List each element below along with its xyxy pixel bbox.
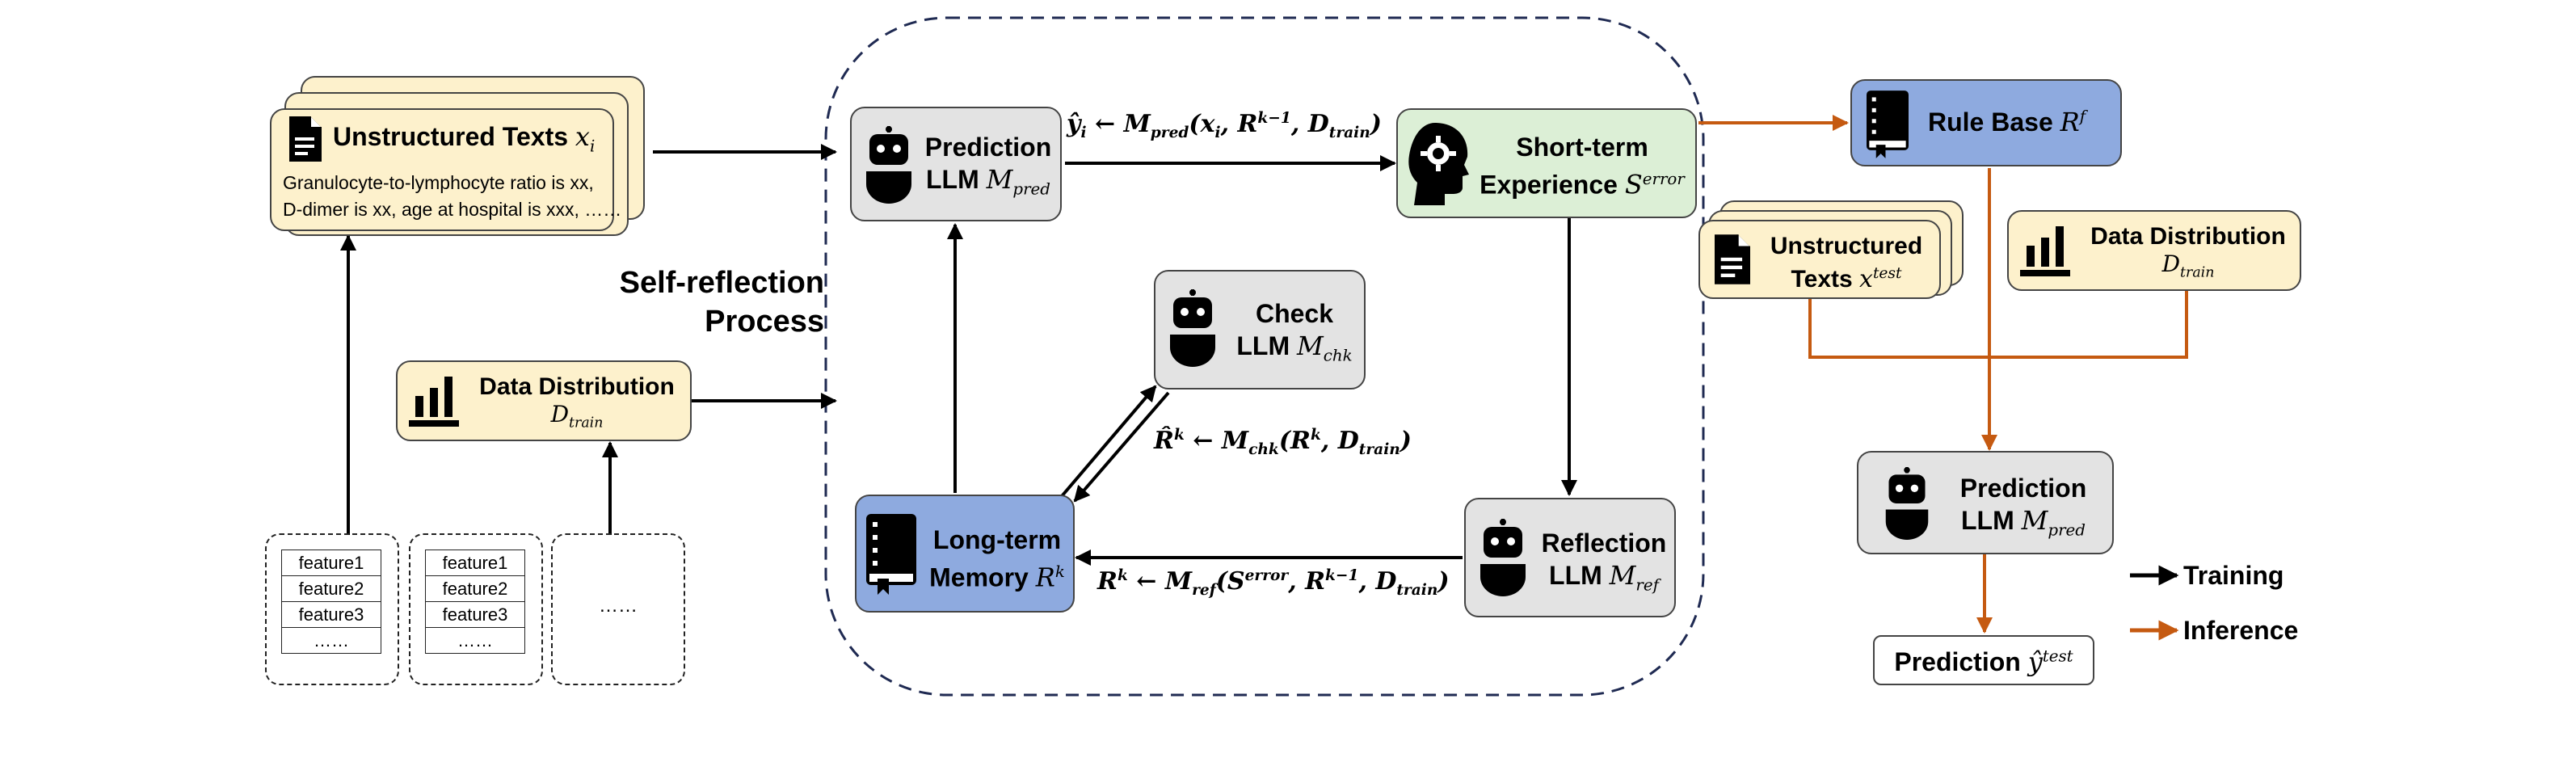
legend-inference-label: Inference bbox=[2183, 616, 2299, 645]
feature-table-1-frame bbox=[265, 533, 399, 685]
data-distribution-right-title: Data Distribution Dtrain bbox=[2090, 223, 2286, 281]
feature-cell: …… bbox=[425, 627, 525, 654]
head-gear-icon bbox=[1408, 123, 1469, 205]
feature-table-2: feature1 feature2 feature3 …… bbox=[425, 550, 525, 654]
long-term-memory-box: Long-term Memory Rk bbox=[855, 495, 1075, 613]
prediction-llm-inference-box: Prediction LLM Mpred bbox=[1857, 451, 2114, 554]
rule-base-box: Rule Base Rf bbox=[1850, 79, 2122, 166]
bar-chart-icon bbox=[409, 377, 459, 427]
book-icon bbox=[1867, 91, 1909, 158]
self-reflection-title: Self-reflection Process bbox=[619, 266, 824, 339]
line-inputs-merge bbox=[1808, 291, 2188, 359]
unstructured-texts-title: Unstructured Texts xi bbox=[333, 121, 596, 156]
data-distribution-left-title: Data Distribution Dtrain bbox=[479, 373, 675, 432]
robot-icon bbox=[1170, 289, 1215, 367]
ellipsis-text: …… bbox=[599, 595, 638, 617]
equation-check: R̂k ← Mchk(Rk, Dtrain) bbox=[1154, 427, 1412, 458]
unstructured-texts-test-label: Unstructured Texts xtest bbox=[1770, 233, 1923, 293]
feature-cell: feature3 bbox=[425, 601, 525, 628]
unstructured-texts-test-box: Unstructured Texts xtest bbox=[1698, 220, 1941, 299]
unstructured-texts-box: Unstructured Texts xi Granulocyte-to-lym… bbox=[270, 108, 621, 231]
unstructured-texts-body: Granulocyte-to-lymphocyte ratio is xx, D… bbox=[283, 172, 622, 220]
check-llm-box: Check LLM Mchk bbox=[1154, 270, 1366, 390]
prediction-output-label: Prediction ŷtest bbox=[1894, 646, 2073, 677]
robot-icon bbox=[1480, 519, 1526, 596]
short-term-experience-box: Short-term Experience Serror bbox=[1396, 108, 1697, 218]
robot-icon bbox=[1885, 467, 1929, 540]
document-icon bbox=[289, 116, 322, 162]
data-distribution-left-box: Data Distribution Dtrain bbox=[396, 360, 692, 441]
feature-cell: feature2 bbox=[281, 575, 381, 602]
rule-base-label: Rule Base Rf bbox=[1928, 107, 2086, 137]
long-term-memory-label: Long-term Memory Rk bbox=[929, 525, 1065, 593]
reflection-llm-label: Reflection LLM Mref bbox=[1541, 528, 1667, 595]
prediction-llm-box: Prediction LLM Mpred bbox=[850, 107, 1062, 221]
feature-cell: …… bbox=[281, 627, 381, 654]
feature-table-1: feature1 feature2 feature3 …… bbox=[281, 550, 381, 654]
feature-cell: feature1 bbox=[281, 550, 381, 576]
reflection-llm-box: Reflection LLM Mref bbox=[1464, 498, 1676, 617]
check-llm-label: Check LLM Mchk bbox=[1236, 299, 1353, 365]
ellipsis-frame: …… bbox=[551, 533, 685, 685]
equation-prediction: ŷi ← Mpred(xi, Rk−1, Dtrain) bbox=[1067, 110, 1382, 141]
book-icon bbox=[866, 514, 916, 595]
self-reflection-region bbox=[824, 16, 1705, 697]
short-term-experience-label: Short-term Experience Serror bbox=[1480, 133, 1685, 200]
data-distribution-right-box: Data Distribution Dtrain bbox=[2007, 210, 2301, 291]
arrow-longterm-to-check bbox=[1060, 385, 1157, 498]
equation-reflection: Rk ← Mref(Serror, Rk−1, Dtrain) bbox=[1097, 567, 1450, 599]
feature-cell: feature2 bbox=[425, 575, 525, 602]
document-icon bbox=[1715, 234, 1750, 284]
bar-chart-icon bbox=[2020, 226, 2070, 276]
prediction-llm-inference-label: Prediction LLM Mpred bbox=[1959, 474, 2087, 540]
feature-table-2-frame bbox=[409, 533, 543, 685]
arrow-check-to-longterm bbox=[1073, 391, 1170, 503]
prediction-llm-label: Prediction LLM Mpred bbox=[924, 133, 1052, 199]
legend-training-label: Training bbox=[2183, 561, 2284, 590]
feature-cell: feature3 bbox=[281, 601, 381, 628]
robot-icon bbox=[866, 126, 911, 204]
prediction-output-box: Prediction ŷtest bbox=[1873, 635, 2094, 685]
feature-cell: feature1 bbox=[425, 550, 525, 576]
